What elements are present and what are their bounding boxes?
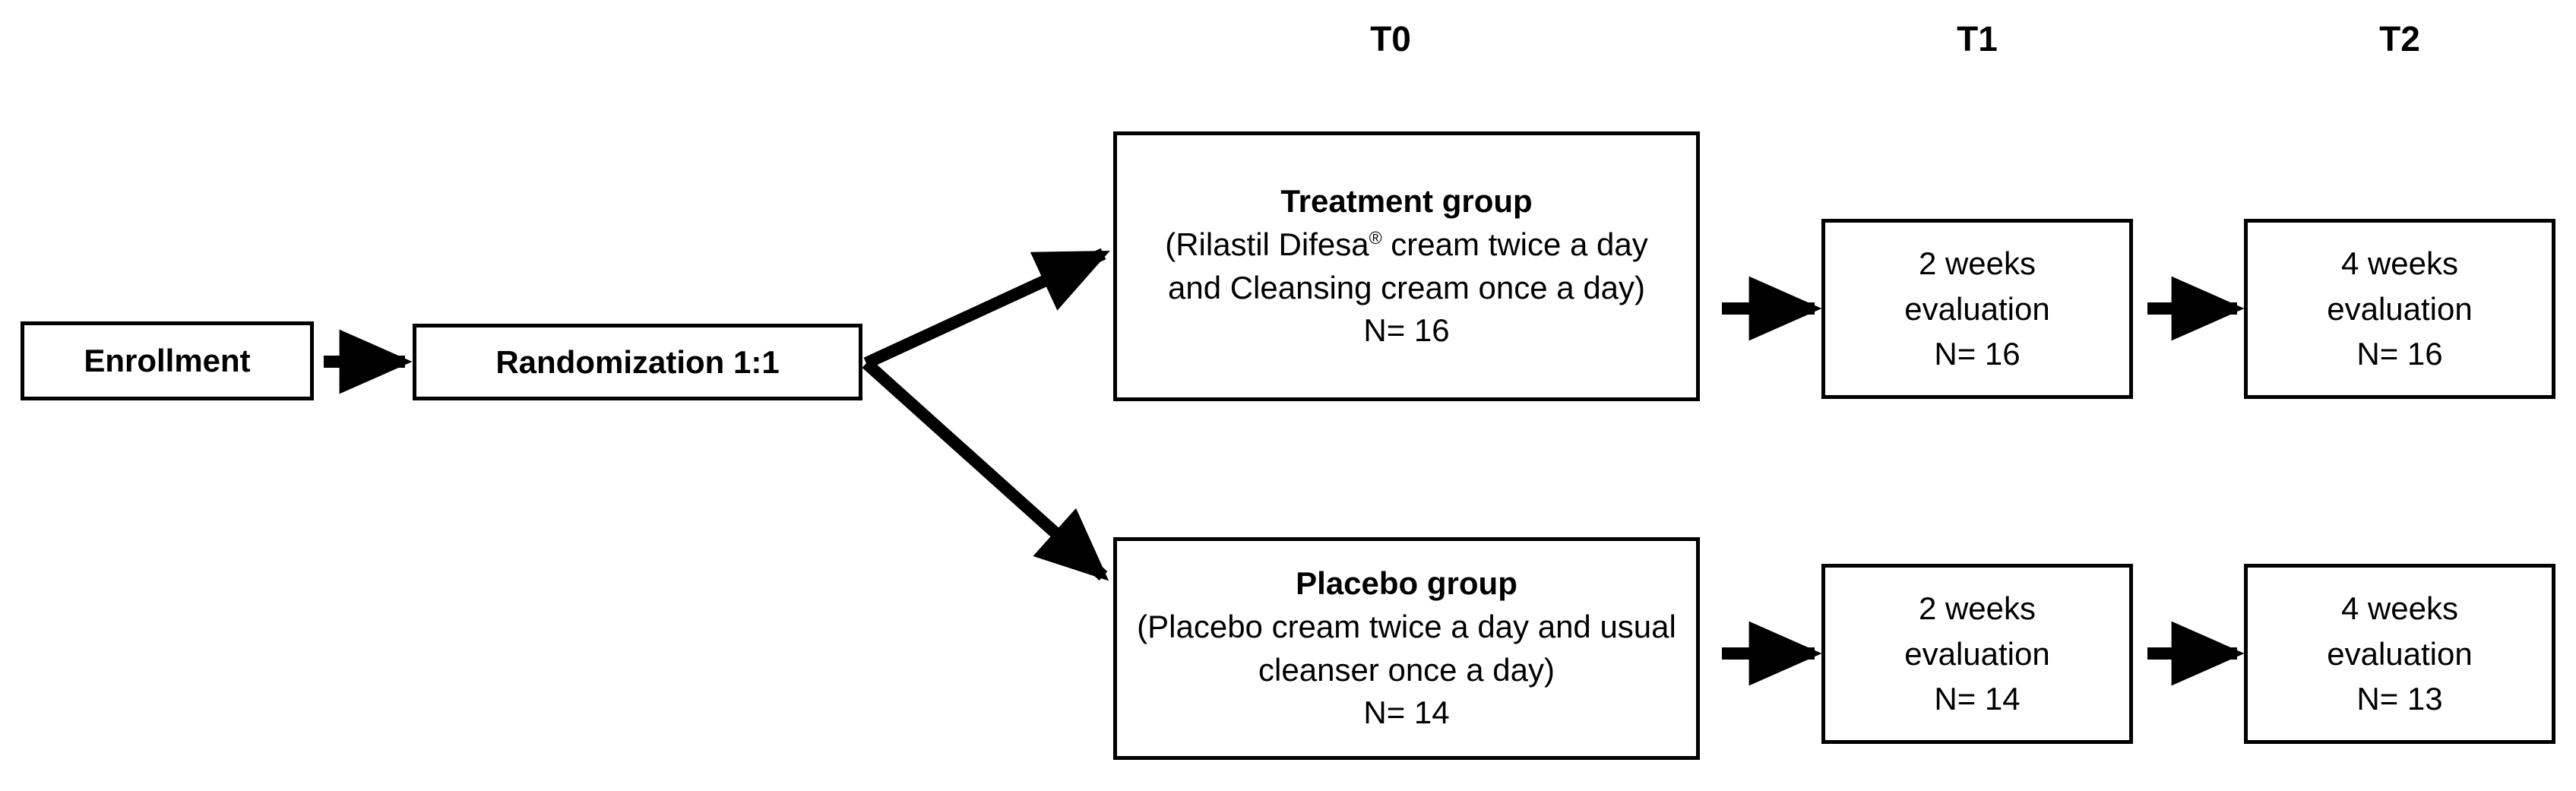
node-placebo-t2-line2: evaluation <box>2327 635 2473 672</box>
node-treatment-t2-n: N= 16 <box>2356 336 2443 372</box>
timepoint-header-t0: T0 <box>1370 19 1411 59</box>
arrow-randomization-to-placebo <box>862 359 1109 581</box>
node-treatment-group-description-pre: (Rilastil Difesa <box>1165 226 1369 263</box>
node-treatment-group-description-post: cream twice a day and Cleansing cream on… <box>1167 226 1648 305</box>
node-treatment-t1-line2: evaluation <box>1904 290 2050 327</box>
node-placebo-t1-evaluation: 2 weeks evaluation N= 14 <box>1821 564 2133 744</box>
node-placebo-group-description: (Placebo cream twice a day and usual cle… <box>1137 609 1676 688</box>
node-enrollment: Enrollment <box>21 321 314 400</box>
node-placebo-group-n: N= 14 <box>1363 694 1450 730</box>
node-randomization: Randomization 1:1 <box>413 324 862 400</box>
node-placebo-t1-line1: 2 weeks <box>1918 590 2036 627</box>
node-treatment-group-title: Treatment group <box>1280 182 1533 219</box>
node-enrollment-label: Enrollment <box>84 343 251 378</box>
node-treatment-t2-line1: 4 weeks <box>2340 245 2459 282</box>
node-placebo-t2-n: N= 13 <box>2356 681 2443 717</box>
registered-trademark-icon: ® <box>1369 228 1382 248</box>
node-placebo-group: Placebo group (Placebo cream twice a day… <box>1113 537 1700 760</box>
node-treatment-group: Treatment group (Rilastil Difesa® cream … <box>1113 131 1700 401</box>
arrow-randomization-to-treatment <box>863 248 1110 369</box>
node-randomization-label: Randomization 1:1 <box>430 344 845 381</box>
node-placebo-t1-n: N= 14 <box>1934 681 2021 717</box>
node-treatment-t1-n: N= 16 <box>1934 336 2021 372</box>
node-treatment-t2-line2: evaluation <box>2327 290 2473 327</box>
node-treatment-group-n: N= 16 <box>1363 312 1450 348</box>
node-placebo-t2-evaluation: 4 weeks evaluation N= 13 <box>2244 564 2555 744</box>
node-placebo-t1-line2: evaluation <box>1904 635 2050 672</box>
node-placebo-group-title: Placebo group <box>1296 565 1517 601</box>
node-treatment-t1-line1: 2 weeks <box>1918 245 2036 282</box>
node-placebo-t2-line1: 4 weeks <box>2340 590 2459 627</box>
timepoint-header-t1: T1 <box>1957 19 1998 59</box>
node-treatment-group-description: (Rilastil Difesa® cream twice a day and … <box>1137 223 1676 309</box>
node-randomization-label-bold: Randomization <box>495 343 725 380</box>
node-randomization-label-ratio: 1:1 <box>733 343 780 380</box>
timepoint-header-t2: T2 <box>2379 19 2420 59</box>
node-treatment-t1-evaluation: 2 weeks evaluation N= 16 <box>1821 219 2133 399</box>
node-treatment-t2-evaluation: 4 weeks evaluation N= 16 <box>2244 219 2555 399</box>
